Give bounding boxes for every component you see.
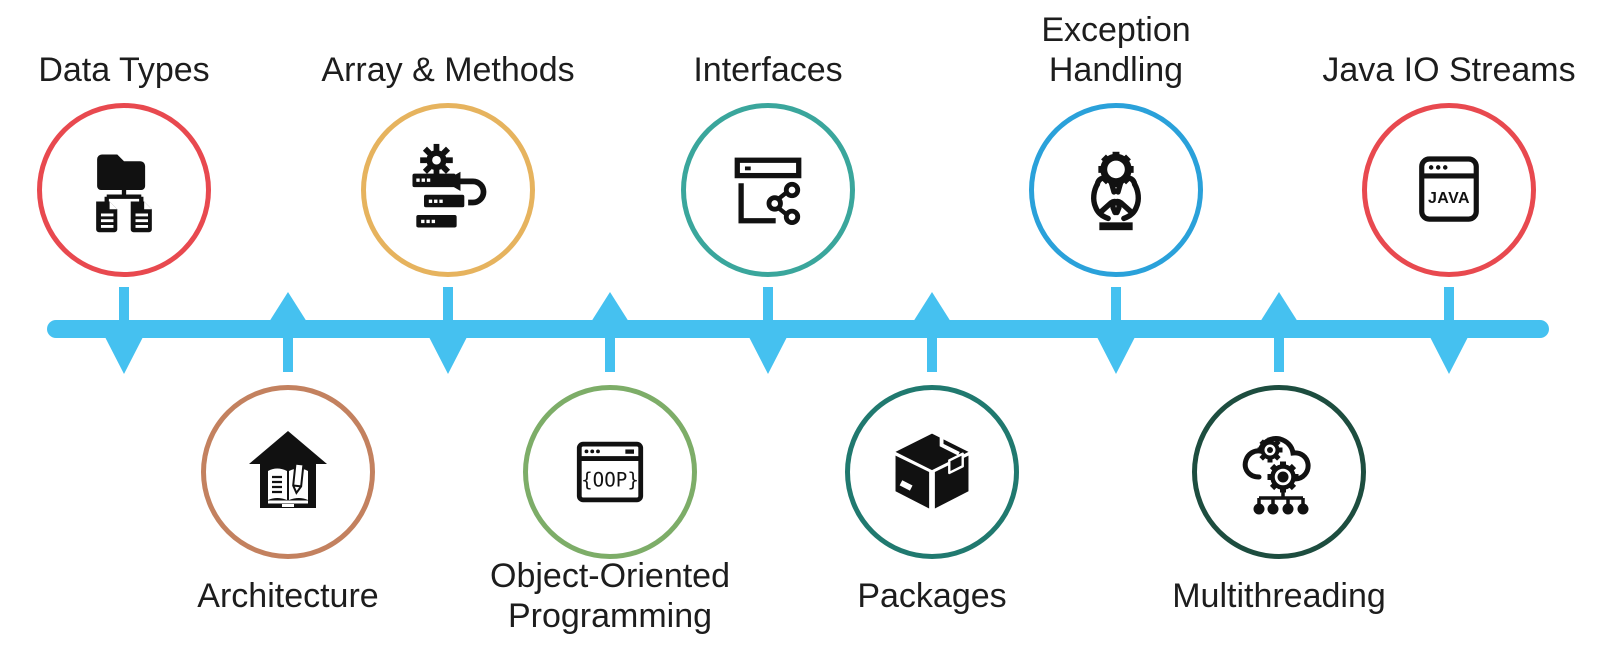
arrow-up-icon <box>913 292 951 322</box>
multithreading-icon <box>1242 436 1311 515</box>
topic-circle <box>845 385 1019 559</box>
connector-stub <box>1274 337 1284 372</box>
packages-icon <box>895 433 969 509</box>
connector-stub <box>605 337 615 372</box>
connector-stub <box>763 287 773 321</box>
arrow-down-icon <box>1097 337 1135 374</box>
array-methods-icon <box>412 143 487 228</box>
topic-circle <box>361 103 535 277</box>
topic-circle <box>1192 385 1366 559</box>
connector-stub <box>1111 287 1121 321</box>
topic-label: Exception Handling <box>1041 11 1191 89</box>
topic-circle <box>201 385 375 559</box>
interfaces-icon <box>734 157 802 226</box>
topic-label: Java IO Streams <box>1322 51 1576 89</box>
connector-stub <box>283 337 293 372</box>
topic-circle: JAVA <box>1362 103 1536 277</box>
topic-circle <box>37 103 211 277</box>
architecture-icon <box>249 431 327 508</box>
arrow-up-icon <box>1260 292 1298 322</box>
data-types-icon <box>96 154 152 233</box>
topic-label: Array & Methods <box>321 51 575 89</box>
topic-label: Object-Oriented Programming <box>490 557 730 635</box>
java-window-text: JAVA <box>1428 190 1470 207</box>
java-io-streams-icon: JAVA <box>1419 156 1479 222</box>
topic-label: Data Types <box>38 51 210 89</box>
oop-window-text: {OOP} <box>581 468 639 491</box>
arrow-up-icon <box>269 292 307 322</box>
arrow-down-icon <box>429 337 467 374</box>
topic-label: Architecture <box>197 577 379 615</box>
arrow-down-icon <box>749 337 787 374</box>
topic-label: Multithreading <box>1172 577 1386 615</box>
arrow-up-icon <box>591 292 629 322</box>
topic-label: Interfaces <box>693 51 843 89</box>
arrow-down-icon <box>105 337 143 374</box>
connector-stub <box>443 287 453 321</box>
topic-circle: {OOP} <box>523 385 697 559</box>
connector-stub <box>927 337 937 372</box>
topic-circle <box>681 103 855 277</box>
timeline-bar <box>47 320 1549 338</box>
exception-handling-icon <box>1091 151 1141 231</box>
connector-stub <box>1444 287 1454 321</box>
topic-label: Packages <box>857 577 1007 615</box>
connector-stub <box>119 287 129 321</box>
topic-circle <box>1029 103 1203 277</box>
oop-icon: {OOP} <box>576 441 644 503</box>
arrow-down-icon <box>1430 337 1468 374</box>
